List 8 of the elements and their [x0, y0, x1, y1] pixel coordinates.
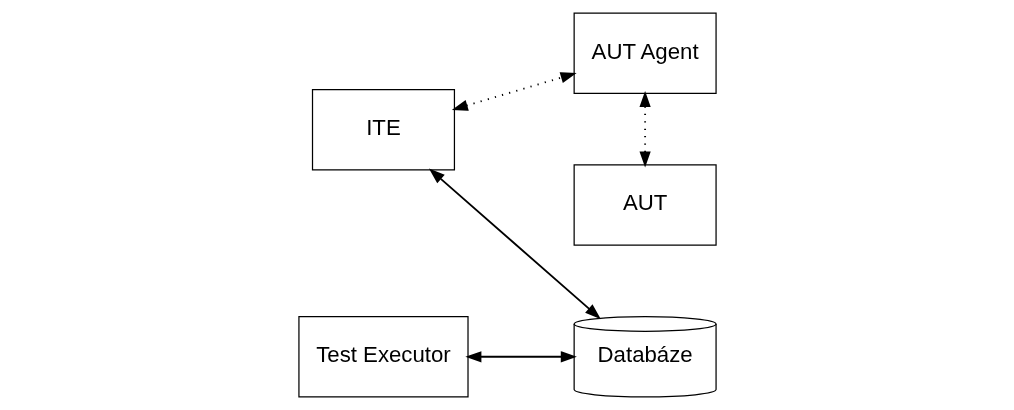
arrow: [451, 72, 577, 111]
node-box: AUT: [573, 164, 717, 246]
node-box: ITE: [311, 89, 455, 171]
arrow: [464, 351, 577, 363]
node-box: AUT Agent: [573, 12, 717, 94]
arrow: [428, 168, 601, 320]
arrow: [638, 90, 651, 168]
node-box: Test Executor: [297, 316, 469, 398]
